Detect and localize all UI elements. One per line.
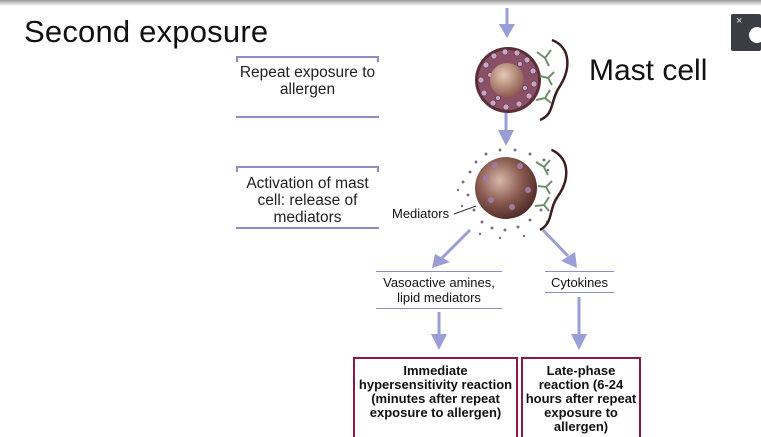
arrow-to-cytokines — [541, 228, 577, 268]
ige-receptors-activated — [534, 159, 553, 212]
mast-cell-label: Mast cell — [589, 54, 708, 87]
arrow-to-immediate — [431, 312, 447, 350]
tissue-membrane-activated — [539, 148, 568, 232]
immediate-reaction-box: Immediate hypersensitivity reaction (min… — [353, 357, 518, 437]
tissue-membrane-resting — [539, 38, 569, 122]
arrow-cell-to-activated — [498, 113, 514, 146]
arrow-to-late — [571, 297, 587, 350]
vasoactive-amines-box: Vasoactive amines, lipid mediators — [376, 271, 502, 309]
late-phase-reaction-box: Late-phase reaction (6-24 hours after re… — [521, 357, 641, 437]
step-activation: Activation of mast cell: release of medi… — [236, 166, 379, 229]
cytokines-box: Cytokines — [545, 271, 614, 293]
close-icon[interactable]: × — [736, 15, 743, 27]
mediators-pointer — [453, 205, 477, 215]
mast-cell-activated — [475, 157, 537, 219]
arrow-to-vasoactive — [432, 228, 472, 268]
mediators-label: Mediators — [392, 206, 450, 221]
step-repeat-exposure: Repeat exposure to allergen — [236, 56, 379, 118]
ige-receptors-resting — [535, 49, 555, 104]
arrow-top — [499, 8, 515, 38]
mast-cell-resting — [475, 47, 541, 113]
widget-circle-icon — [749, 27, 761, 43]
top-rule — [0, 0, 761, 6]
slide-title: Second exposure — [24, 14, 269, 49]
side-widget[interactable]: × — [731, 14, 761, 51]
